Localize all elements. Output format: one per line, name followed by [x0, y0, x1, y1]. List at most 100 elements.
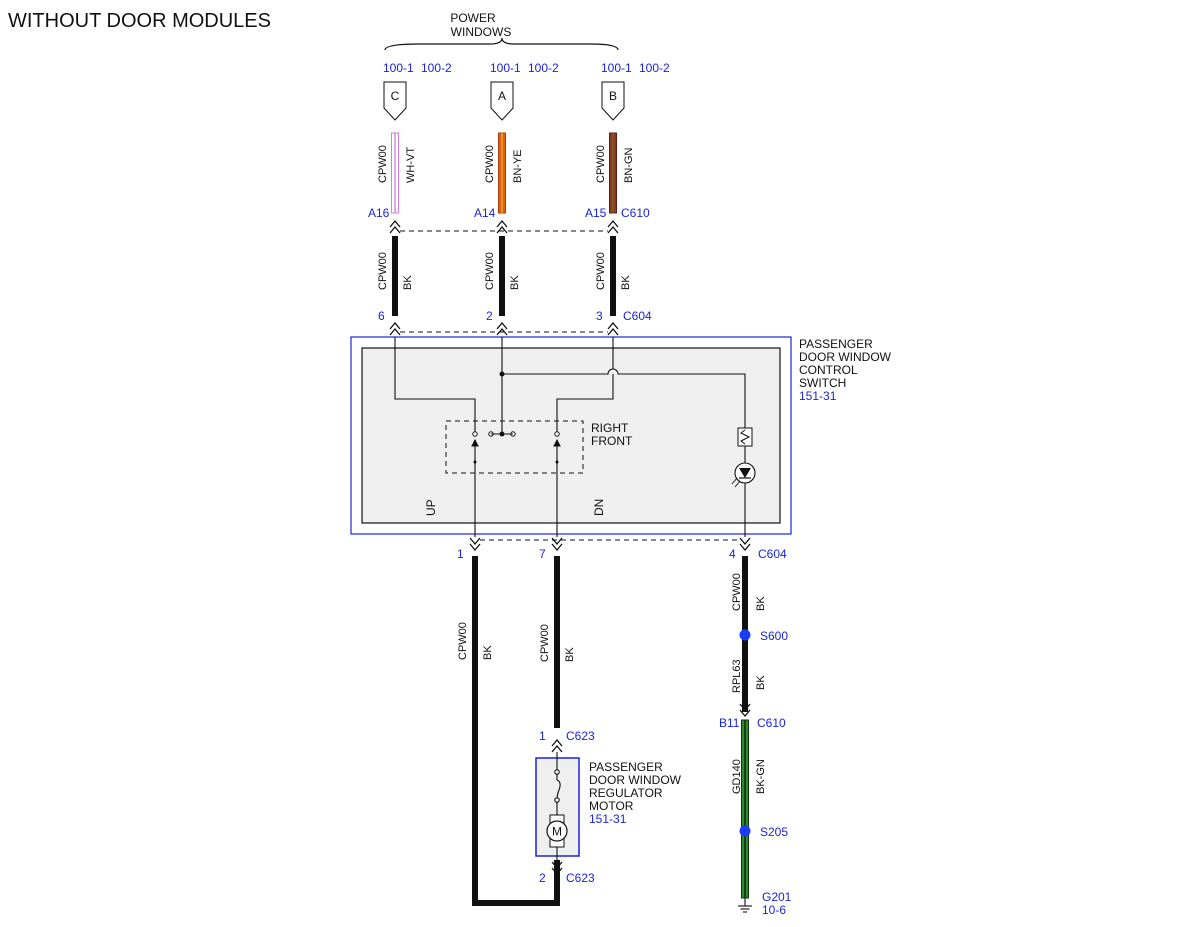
offpage-connector-a [490, 81, 514, 121]
ref-b-1[interactable]: 100-1 [601, 61, 632, 75]
ref-c-1[interactable]: 100-1 [383, 61, 414, 75]
wire-bn-gn [609, 132, 617, 214]
pin-6: 6 [378, 309, 385, 323]
upper-wire-c-color: WH-VT [405, 147, 417, 183]
splice-s205 [739, 825, 751, 837]
switch-up-label: UP [424, 499, 438, 516]
power-windows-title-line2: WINDOWS [451, 25, 512, 39]
mid-wire-6-color: BK [402, 275, 414, 290]
ref-b-2[interactable]: 100-2 [639, 61, 670, 75]
switch-name-line3: CONTROL [799, 363, 858, 377]
ref-a-1[interactable]: 100-1 [490, 61, 521, 75]
right-front-switch-frame [445, 420, 584, 474]
resistor-icon [737, 427, 753, 447]
motor-name-line2: DOOR WINDOW [589, 773, 682, 787]
pin-4: 4 [729, 547, 736, 561]
splice-s600-label: S600 [760, 629, 788, 643]
motor-pin-1: 1 [539, 729, 546, 743]
motor-icon: M [546, 814, 568, 848]
page-title: WITHOUT DOOR MODULES [8, 10, 271, 32]
motor-name-line4: MOTOR [589, 799, 634, 813]
mid-wire-3-circuit: CPW00 [595, 252, 607, 290]
pin-a15: A15 [585, 206, 607, 220]
pin-2: 2 [486, 309, 493, 323]
offpage-tag-c: C [391, 89, 400, 103]
led-icon [731, 462, 756, 488]
ground-icon [738, 898, 752, 913]
offpage-connector-b [601, 81, 625, 121]
switch-name-line2: DOOR WINDOW [799, 350, 892, 364]
ground-ref[interactable]: 10-6 [762, 903, 786, 917]
switch-up-dot [473, 460, 477, 464]
motor-name-line3: REGULATOR [589, 786, 663, 800]
mid-wire-6-circuit: CPW00 [377, 252, 389, 290]
mid-wire-2-color: BK [509, 275, 521, 290]
connector-c610-lower-body [739, 703, 751, 718]
power-windows-brace [384, 37, 619, 51]
motor-name-line1: PASSENGER [589, 760, 663, 774]
lower-wire-gnd-color: BK [755, 596, 767, 611]
pin-a14: A14 [474, 206, 496, 220]
mid-wires [392, 236, 616, 316]
connector-c610-lower[interactable]: C610 [757, 716, 786, 730]
mid-wire-3-color: BK [620, 275, 632, 290]
pin-b11: B11 [719, 716, 740, 730]
junction-dot [499, 371, 505, 377]
upper-wire-b-color: BN-GN [623, 148, 635, 184]
lower-wire-up-circuit: CPW00 [457, 622, 469, 660]
switch-dn-dot [555, 460, 559, 464]
ref-c-2[interactable]: 100-2 [421, 61, 452, 75]
switch-ref[interactable]: 151-31 [799, 389, 837, 403]
motor-ref[interactable]: 151-31 [589, 812, 627, 826]
switch-body [361, 347, 781, 524]
motor-pin-2: 2 [539, 871, 546, 885]
connector-c623-bottom-body [551, 861, 563, 876]
lower-wires [472, 556, 748, 906]
connector-c610-upper[interactable]: C610 [621, 206, 650, 220]
ground-g201: G201 [762, 890, 792, 904]
offpage-connector-c [383, 81, 407, 121]
connector-c623-top-body [551, 738, 563, 753]
gd-wire-color: BK-GN [755, 759, 767, 794]
switch-name-line1: PASSENGER [799, 337, 873, 351]
switch-contacts [471, 431, 561, 447]
lower-wire-gnd-circuit: CPW00 [731, 573, 743, 611]
mid-wire-2-circuit: CPW00 [484, 252, 496, 290]
switch-common-dot [499, 431, 505, 437]
splice-s600 [739, 629, 751, 641]
rpl-wire-circuit: RPL63 [731, 659, 743, 693]
rpl-wire-color: BK [755, 675, 767, 690]
upper-wire-a-circuit: CPW00 [484, 145, 496, 183]
upper-wire-c-circuit: CPW00 [377, 145, 389, 183]
lower-wire-up-color: BK [482, 645, 494, 660]
offpage-tag-b: B [609, 89, 617, 103]
connector-c604-lower-body [469, 537, 751, 552]
power-windows-title-line1: POWER [450, 11, 496, 25]
lower-wire-dn-circuit: CPW00 [539, 624, 551, 662]
connector-c604-upper-body [389, 321, 619, 336]
lower-wire-dn-color: BK [564, 647, 576, 662]
connector-c604-upper[interactable]: C604 [623, 309, 652, 323]
right-front-label-line1: RIGHT [591, 421, 629, 435]
motor-internal [554, 752, 561, 862]
gd-wire-circuit: GD140 [731, 759, 743, 794]
switch-outline [350, 336, 792, 535]
upper-wire-a-color: BN-YE [512, 149, 524, 183]
connector-c604-lower[interactable]: C604 [758, 547, 787, 561]
pin-1: 1 [457, 547, 464, 561]
upper-wire-b-circuit: CPW00 [595, 145, 607, 183]
splice-s205-label: S205 [760, 825, 788, 839]
motor-connector-1[interactable]: C623 [566, 729, 595, 743]
ref-a-2[interactable]: 100-2 [528, 61, 559, 75]
wire-bk-gn [741, 719, 749, 899]
pin-a16: A16 [368, 206, 390, 220]
motor-connector-2[interactable]: C623 [566, 871, 595, 885]
switch-internal-wiring [394, 337, 746, 537]
pin-7: 7 [539, 547, 546, 561]
wire-bn-ye [498, 132, 506, 214]
motor-symbol: M [552, 825, 562, 839]
switch-dn-label: DN [592, 499, 606, 516]
offpage-tag-a: A [498, 89, 506, 103]
right-front-label-line2: FRONT [591, 434, 633, 448]
